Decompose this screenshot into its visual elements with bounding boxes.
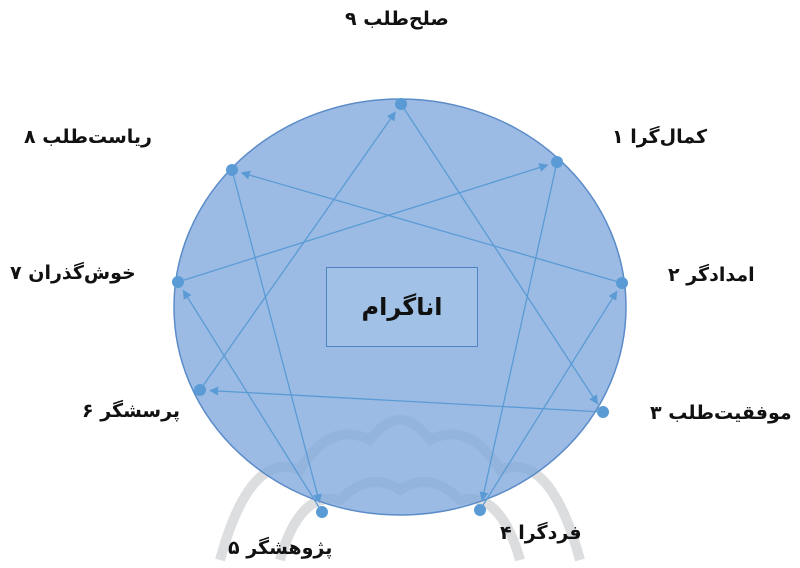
node-7 xyxy=(172,276,184,288)
node-6 xyxy=(194,384,206,396)
label-node-8: ریاست‌طلب ۸ xyxy=(24,126,152,148)
node-1 xyxy=(551,156,563,168)
arrow-1-to-4 xyxy=(479,161,558,502)
arrow-8-to-5 xyxy=(231,169,322,504)
node-2 xyxy=(616,277,628,289)
label-node-4: فردگرا ۴ xyxy=(500,522,582,544)
arrow-3-to-6 xyxy=(209,386,604,413)
label-node-6: پرسشگر ۶ xyxy=(82,400,181,422)
arrow-5-to-7 xyxy=(182,289,323,513)
arrow-7-to-1 xyxy=(177,163,549,283)
node-4 xyxy=(474,504,486,516)
arrow-4-to-2 xyxy=(479,290,618,511)
label-node-7: خوش‌گذران ۷ xyxy=(10,262,136,284)
arrow-2-to-8 xyxy=(240,170,623,284)
node-5 xyxy=(316,506,328,518)
arrow-9-to-3 xyxy=(400,103,599,405)
center-title: اناگرام xyxy=(361,293,443,321)
center-title-box: اناگرام xyxy=(326,267,478,347)
label-node-2: امدادگر ۲ xyxy=(668,264,755,286)
node-layer xyxy=(172,98,628,518)
label-node-9: صلح‌طلب ۹ xyxy=(345,8,449,30)
arrow-6-to-9 xyxy=(199,111,396,391)
node-8 xyxy=(226,164,238,176)
node-3 xyxy=(597,406,609,418)
label-node-5: پژوهشگر ۵ xyxy=(228,537,333,559)
label-node-1: کمال‌گرا ۱ xyxy=(612,126,708,148)
arrow-layer xyxy=(177,103,623,513)
node-9 xyxy=(395,98,407,110)
label-node-3: موفقیت‌طلب ۳ xyxy=(650,402,792,424)
